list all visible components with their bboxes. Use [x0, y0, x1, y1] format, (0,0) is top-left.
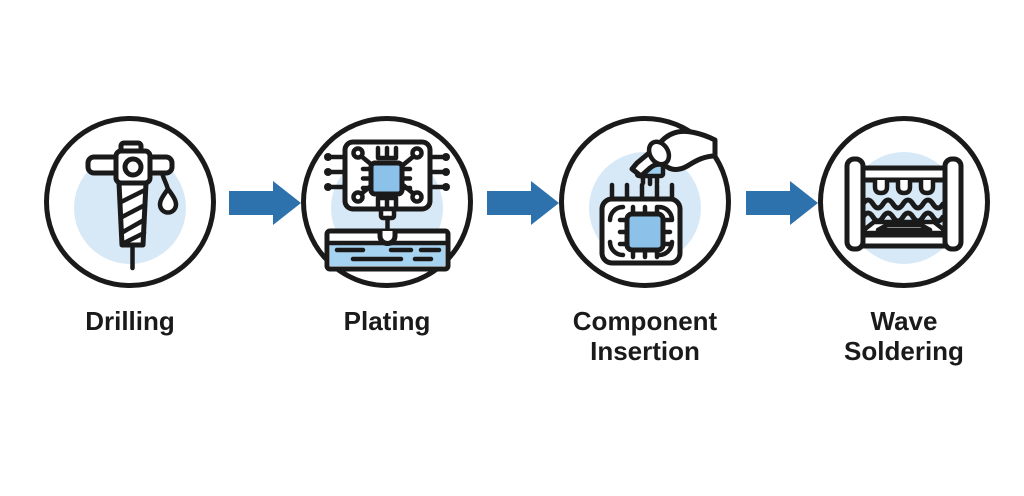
step-circle	[301, 116, 473, 288]
drill-icon	[85, 140, 179, 271]
step-circle	[559, 116, 731, 288]
step-label: Component Insertion	[572, 306, 718, 366]
hand-inserting-chip-icon	[599, 128, 718, 266]
step-drilling: Drilling	[20, 116, 240, 336]
step-label: Wave Soldering	[844, 306, 964, 366]
step-label: Plating	[343, 306, 431, 336]
step-circle	[44, 116, 216, 288]
arrow-right-icon	[487, 181, 559, 225]
step-label: Drilling	[85, 306, 175, 336]
step-plating: Plating	[277, 116, 497, 336]
step-circle	[818, 116, 990, 288]
step-wave-soldering: Wave Soldering	[794, 116, 1014, 366]
pcb-plating-bath-icon	[324, 139, 451, 272]
step-component-insertion: Component Insertion	[535, 116, 755, 366]
wave-soldering-machine-icon	[844, 156, 964, 252]
arrow-right-icon	[229, 181, 301, 225]
arrow-right-icon	[746, 181, 818, 225]
